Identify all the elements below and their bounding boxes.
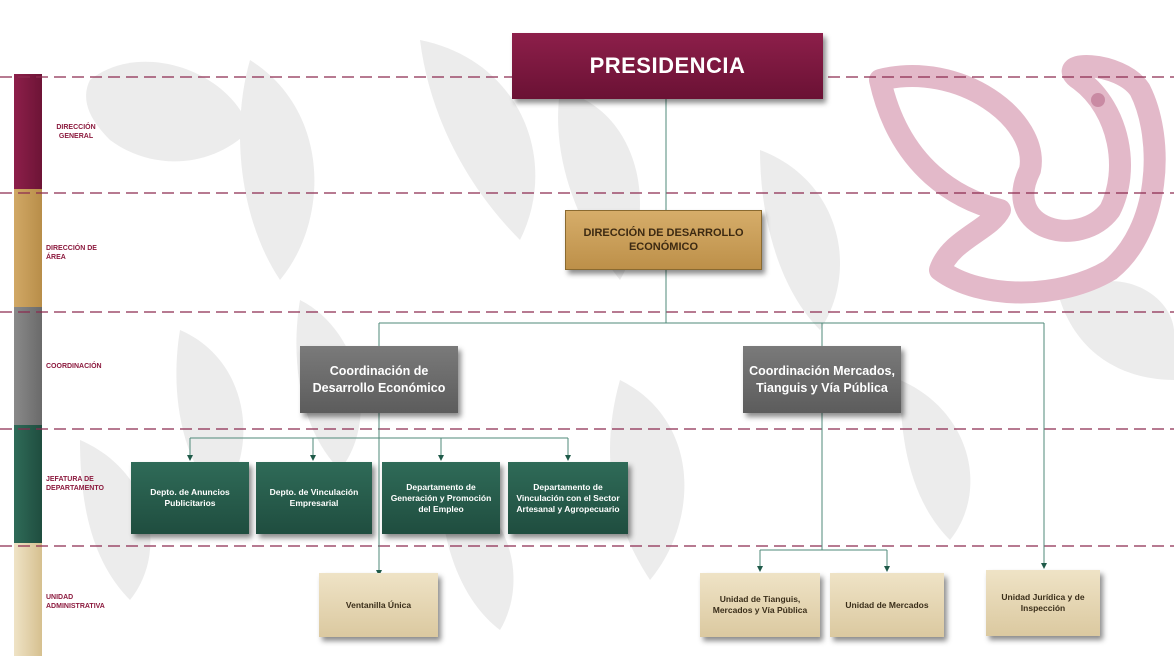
- node-unidad-juridica: Unidad Jurídica y de Inspección: [986, 570, 1100, 636]
- leaf-shape: [420, 40, 536, 240]
- dove-eye: [1091, 93, 1105, 107]
- band-direccion-general: [14, 74, 42, 189]
- level-label-direccion-area: DIRECCIÓN DE ÁREA: [46, 245, 97, 261]
- level-label-coordinacion: COORDINACIÓN: [46, 363, 102, 370]
- level-label-unidad: UNIDAD ADMINISTRATIVA: [46, 594, 105, 610]
- node-unidad-tianguis: Unidad de Tianguis, Mercados y Vía Públi…: [700, 573, 820, 637]
- node-depto-artesanal: Departamento de Vinculación con el Secto…: [508, 462, 628, 534]
- level-label-direccion-general: DIRECCIÓN GENERAL: [56, 124, 96, 140]
- node-presidencia: PRESIDENCIA: [512, 33, 823, 99]
- band-jefatura: [14, 425, 42, 543]
- leaf-shape: [900, 380, 971, 540]
- node-depto-vinculacion: Depto. de Vinculación Empresarial: [256, 462, 372, 534]
- leaf-shape: [80, 440, 151, 600]
- node-unidad-mercados: Unidad de Mercados: [830, 573, 944, 637]
- node-direccion-desarrollo: DIRECCIÓN DE DESARROLLO ECONÓMICO: [565, 210, 762, 270]
- node-coord-mercados: Coordinación Mercados, Tianguis y Vía Pú…: [743, 346, 901, 413]
- node-depto-anuncios: Depto. de Anuncios Publicitarios: [131, 462, 249, 534]
- band-coordinacion: [14, 307, 42, 425]
- dove-shape: [1060, 281, 1174, 380]
- leaf-shape: [240, 60, 315, 280]
- node-coord-desarrollo: Coordinación de Desarrollo Económico: [300, 346, 458, 413]
- level-label-jefatura: JEFATURA DE DEPARTAMENTO: [46, 476, 104, 492]
- dove-outline: [869, 55, 1166, 304]
- leaf-shape: [176, 330, 244, 500]
- band-direccion-area: [14, 189, 42, 307]
- node-ventanilla-unica: Ventanilla Única: [319, 573, 438, 637]
- node-depto-empleo: Departamento de Generación y Promoción d…: [382, 462, 500, 534]
- dove-shape: [86, 61, 250, 162]
- leaf-shape: [610, 380, 685, 580]
- band-unidad: [14, 543, 42, 656]
- leaf-shape: [760, 150, 840, 330]
